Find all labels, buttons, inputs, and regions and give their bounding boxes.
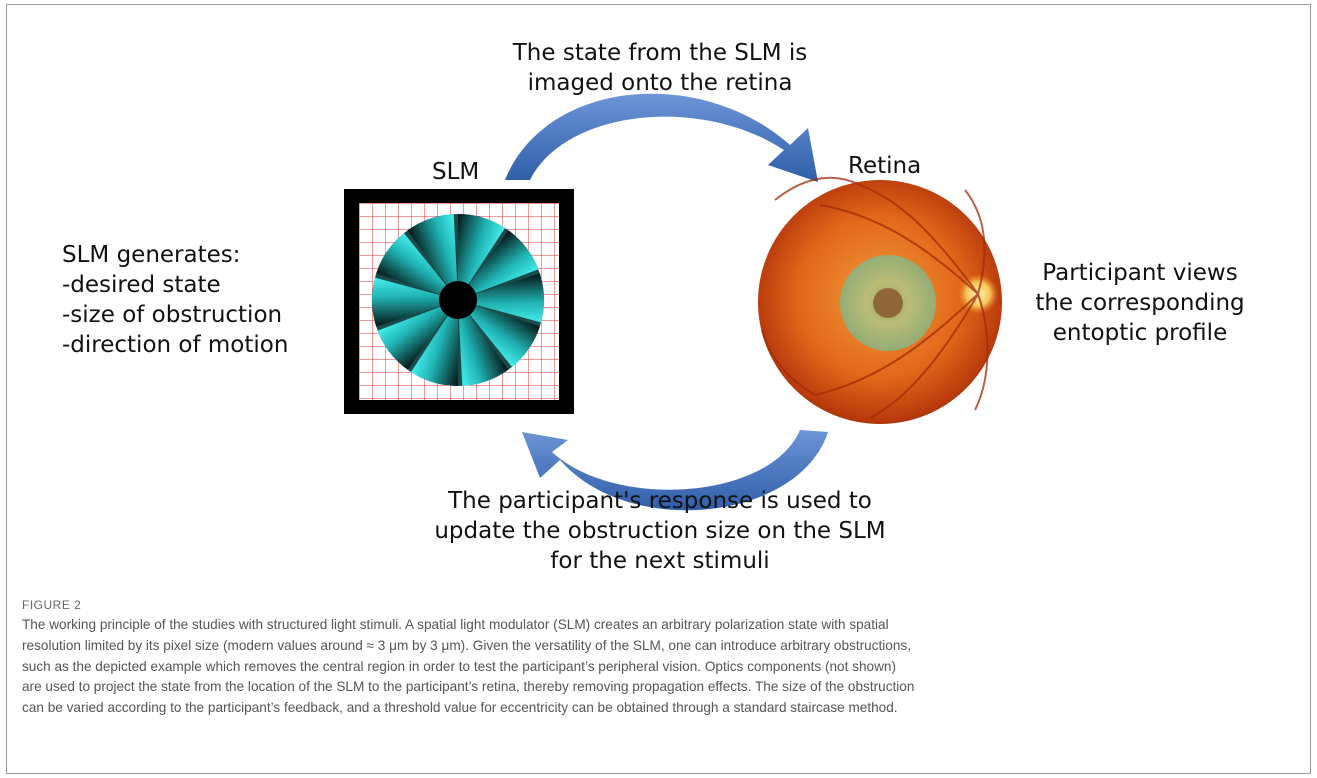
slm-pattern-blade <box>411 300 458 386</box>
right-text-line-2: the corresponding <box>1035 290 1245 316</box>
right-text-line-1: Participant views <box>1042 260 1238 286</box>
left-text-line-2: -desired state <box>62 272 221 298</box>
figure-frame <box>6 4 1311 774</box>
top-label-line-2: imaged onto the retina <box>527 70 793 96</box>
retina-label: Retina <box>848 153 922 179</box>
slm-central-obstruction <box>439 281 477 319</box>
caption-line: such as the depicted example which remov… <box>22 658 896 674</box>
top-label-line-1: The state from the SLM is <box>512 40 808 66</box>
retina-image <box>758 176 1002 424</box>
slm-pattern-blade <box>377 300 458 370</box>
slm-generates-text: SLM generates: -desired state -size of o… <box>62 240 288 360</box>
top-label: The state from the SLM is imaged onto th… <box>470 38 850 98</box>
bottom-label-line-3: for the next stimuli <box>550 548 770 574</box>
right-text-line-3: entoptic profile <box>1052 320 1228 346</box>
left-text-line-1: SLM generates: <box>62 242 241 268</box>
slm-pattern-blade <box>372 277 458 327</box>
slm-polarization-pattern <box>372 214 544 386</box>
slm-pattern-blade <box>458 230 539 300</box>
slm-pattern-blade <box>458 214 505 300</box>
figure-caption: The working principle of the studies wit… <box>22 615 1292 719</box>
slm-pattern-blade <box>458 300 509 386</box>
slm-pattern-blade <box>407 214 458 300</box>
slm-label: SLM <box>432 159 480 185</box>
bottom-curved-arrow <box>522 430 828 511</box>
slm-pattern-blade <box>376 233 458 300</box>
bottom-label-line-2: update the obstruction size on the SLM <box>434 518 886 544</box>
slm-pattern-blade <box>458 273 544 323</box>
caption-line: The working principle of the studies wit… <box>22 617 889 632</box>
caption-line: can be varied according to the participa… <box>22 700 898 716</box>
figure-label: FIGURE 2 <box>22 598 82 612</box>
participant-views-text: Participant views the corresponding ento… <box>1010 258 1270 348</box>
left-text-line-4: -direction of motion <box>62 332 289 358</box>
bottom-label-line-1: The participant's response is used to <box>448 488 872 514</box>
caption-line: are used to project the state from the l… <box>22 679 915 695</box>
slm-pattern-blade <box>458 300 540 367</box>
top-curved-arrow <box>505 93 818 182</box>
caption-line: resolution limited by its pixel size (mo… <box>22 637 911 653</box>
left-text-line-3: -size of obstruction <box>62 302 283 328</box>
working-principle-diagram <box>344 93 1002 511</box>
bottom-label: The participant's response is used to up… <box>400 486 920 576</box>
